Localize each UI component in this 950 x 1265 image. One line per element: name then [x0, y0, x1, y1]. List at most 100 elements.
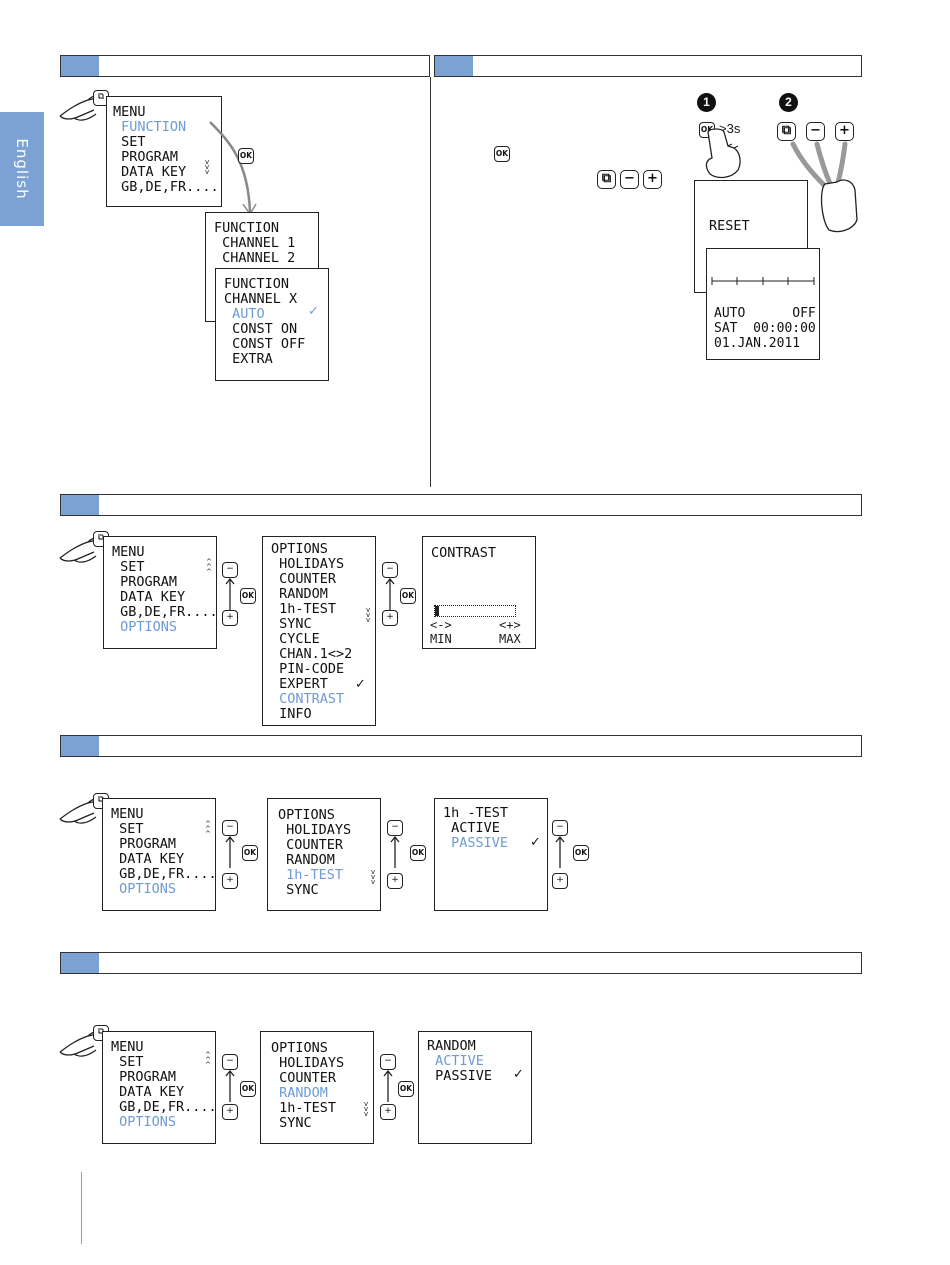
ok-key-icon[interactable]: OK: [573, 845, 589, 861]
step-1-marker: 1: [697, 93, 716, 112]
lcd-menu-options: MENU SET PROGRAM DATA KEY GB,DE,FR.... O…: [102, 1031, 217, 1144]
plus-key-icon[interactable]: +: [380, 1104, 396, 1120]
lcd-line: FUNCTION: [224, 276, 290, 292]
flow-arrow: [209, 121, 257, 216]
ok-key-icon[interactable]: OK: [240, 588, 256, 604]
plus-key-icon[interactable]: +: [222, 610, 238, 626]
lcd-line: CHAN.1<>2: [271, 646, 353, 662]
language-label: English: [13, 138, 31, 200]
lcd-line: RANDOM: [278, 852, 335, 868]
lcd-contrast: CONTRAST: [422, 536, 536, 649]
lcd-line: SET: [111, 821, 144, 837]
header-block: [61, 495, 99, 515]
lcd-line: CHANNEL 1: [214, 235, 296, 251]
lcd-line: SYNC: [271, 616, 312, 632]
lcd-line: PROGRAM: [112, 574, 178, 590]
ok-key-icon[interactable]: OK: [400, 588, 416, 604]
plus-key-icon[interactable]: +: [552, 873, 568, 889]
ok-key-icon[interactable]: OK: [410, 845, 426, 861]
scroll-up-indicator: ^^^: [205, 1051, 211, 1069]
lcd-line: RANDOM: [427, 1038, 476, 1054]
scroll-arrow-icon: [383, 1070, 393, 1102]
scroll-arrow-icon: [225, 836, 235, 868]
lcd-line: MENU: [113, 104, 146, 120]
minus-key-icon[interactable]: −: [387, 820, 403, 836]
language-tab: English: [0, 112, 44, 226]
lcd-line: PROGRAM: [111, 836, 177, 852]
lcd-options-test: OPTIONS HOLIDAYS COUNTER RANDOM 1h-TEST …: [267, 798, 381, 911]
lcd-line: DATA KEY: [112, 589, 186, 605]
scroll-arrow-icon: [555, 836, 565, 868]
ok-key-icon[interactable]: OK: [240, 1081, 256, 1097]
lcd-function-modes: FUNCTION CHANNEL X AUTO CONST ON CONST O…: [215, 268, 329, 381]
minus-key-icon[interactable]: −: [382, 562, 398, 578]
header-block: [435, 56, 473, 76]
lcd-line: PASSIVE: [427, 1068, 493, 1084]
contrast-slider[interactable]: [434, 605, 516, 617]
scroll-arrow-icon: [385, 578, 395, 610]
minus-key-icon[interactable]: −: [380, 1054, 396, 1070]
lcd-line: GB,DE,FR....: [113, 179, 219, 195]
lcd-line: CHANNEL 2: [214, 250, 296, 266]
lcd-line: CYCLE: [271, 631, 320, 647]
contrast-plus-label: <+>: [499, 618, 521, 632]
plus-key-icon[interactable]: +: [222, 873, 238, 889]
lcd-line: OPTIONS: [271, 1040, 328, 1056]
lcd-line: DATA KEY: [111, 851, 185, 867]
lcd-line: PIN-CODE: [271, 661, 345, 677]
lcd-line: ACTIVE: [443, 820, 500, 836]
lcd-line: SYNC: [278, 882, 319, 898]
header-block: [61, 953, 99, 973]
check-mark-icon: ✓: [513, 1066, 524, 1081]
lcd-line: PROGRAM: [113, 149, 179, 165]
lcd-line: OPTIONS: [271, 541, 328, 557]
header-block: [61, 736, 99, 756]
minus-key-icon[interactable]: −: [552, 820, 568, 836]
ok-key-icon[interactable]: OK: [494, 146, 510, 162]
minus-key-icon[interactable]: −: [222, 562, 238, 578]
menu-key-icon[interactable]: ⧉: [777, 122, 796, 141]
lcd-line-selected: OPTIONS: [112, 619, 178, 635]
lcd-line-selected: PASSIVE: [443, 835, 509, 851]
lcd-line: HOLIDAYS: [271, 556, 345, 572]
ok-key-icon[interactable]: OK: [398, 1081, 414, 1097]
minus-key-icon[interactable]: −: [806, 122, 825, 141]
lcd-line: CONST OFF: [224, 336, 306, 352]
plus-key-icon[interactable]: +: [222, 1104, 238, 1120]
lcd-options-full: OPTIONS HOLIDAYS COUNTER RANDOM 1h-TEST …: [262, 536, 376, 726]
lcd-line: MENU: [111, 806, 144, 822]
lcd-line: PROGRAM: [111, 1069, 177, 1085]
ok-key-icon[interactable]: OK: [242, 845, 258, 861]
lcd-line: OPTIONS: [278, 807, 335, 823]
lcd-line: 1h -TEST: [443, 805, 509, 821]
lcd-line: GB,DE,FR....: [111, 866, 217, 882]
plus-key-icon[interactable]: +: [835, 122, 854, 141]
menu-key-icon[interactable]: ⧉: [597, 170, 616, 189]
contrast-min-label: MIN: [430, 632, 452, 646]
lcd-auto-time: AUTO OFF SAT 00:00:00 01.JAN.2011: [706, 248, 820, 360]
lcd-line: HOLIDAYS: [271, 1055, 345, 1071]
lcd-line: SYNC: [271, 1115, 312, 1131]
minus-key-icon[interactable]: −: [620, 170, 639, 189]
scroll-up-indicator: ^^^: [205, 820, 211, 838]
lcd-line: SET: [111, 1054, 144, 1070]
plus-key-icon[interactable]: +: [387, 873, 403, 889]
lcd-line: EXTRA: [224, 351, 273, 367]
lcd-line: MENU: [112, 544, 145, 560]
lcd-line: FUNCTION: [214, 220, 280, 236]
footer-accent-line: [81, 1172, 82, 1244]
contrast-max-label: MAX: [499, 632, 521, 646]
lcd-line: CHANNEL X: [224, 291, 298, 307]
lcd-line: COUNTER: [271, 1070, 337, 1086]
plus-key-icon[interactable]: +: [643, 170, 662, 189]
minus-key-icon[interactable]: −: [222, 820, 238, 836]
ok-key-icon[interactable]: OK: [238, 148, 254, 164]
header-block: [61, 56, 99, 76]
minus-key-icon[interactable]: −: [222, 1054, 238, 1070]
lcd-line: INFO: [271, 706, 312, 722]
lcd-line: AUTO OFF: [714, 306, 816, 321]
plus-key-icon[interactable]: +: [382, 610, 398, 626]
lcd-random: RANDOM ACTIVE PASSIVE: [418, 1031, 532, 1144]
